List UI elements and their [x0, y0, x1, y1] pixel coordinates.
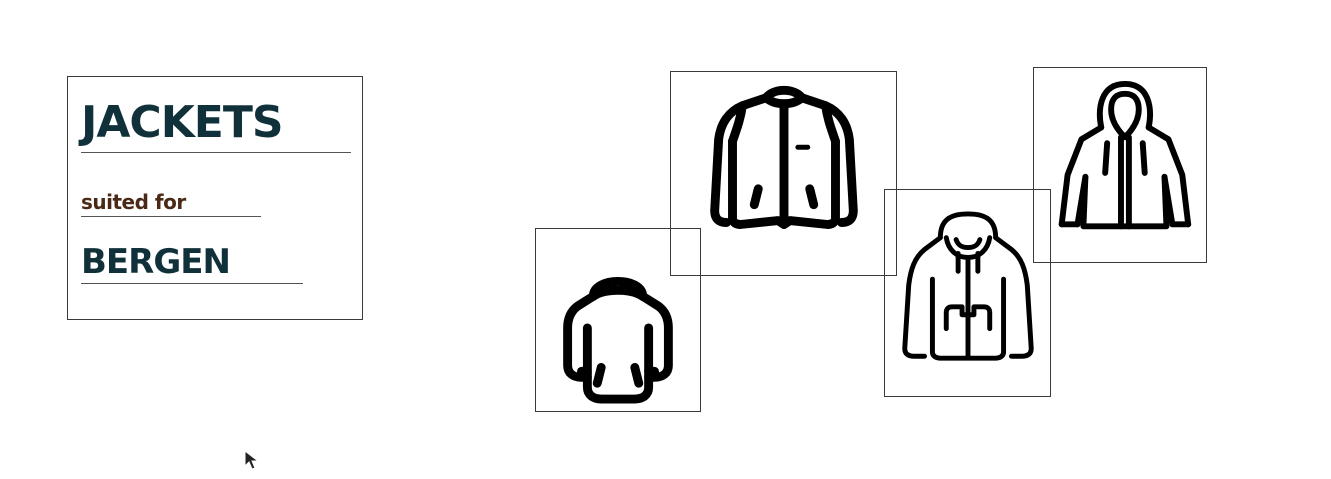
pullover-hoodie-icon	[563, 277, 673, 404]
title-underline	[81, 152, 351, 153]
subtitle-underline	[81, 216, 261, 217]
city-underline	[81, 283, 303, 284]
hooded-jacket-icon	[1058, 80, 1192, 230]
hooded-jacket-image[interactable]	[1033, 67, 1207, 263]
city-text[interactable]: BERGEN	[81, 242, 231, 282]
bomber-jacket-icon	[710, 85, 858, 229]
title-text[interactable]: JACKETS	[81, 97, 284, 148]
title-card[interactable]: JACKETS suited for BERGEN	[67, 76, 363, 320]
mouse-pointer-icon	[244, 449, 260, 470]
subtitle-text[interactable]: suited for	[81, 190, 186, 214]
pullover-hoodie-image[interactable]	[535, 228, 701, 412]
bomber-jacket-image[interactable]	[670, 71, 897, 276]
zip-hoodie-icon	[902, 211, 1034, 361]
zip-hoodie-image[interactable]	[884, 189, 1051, 397]
